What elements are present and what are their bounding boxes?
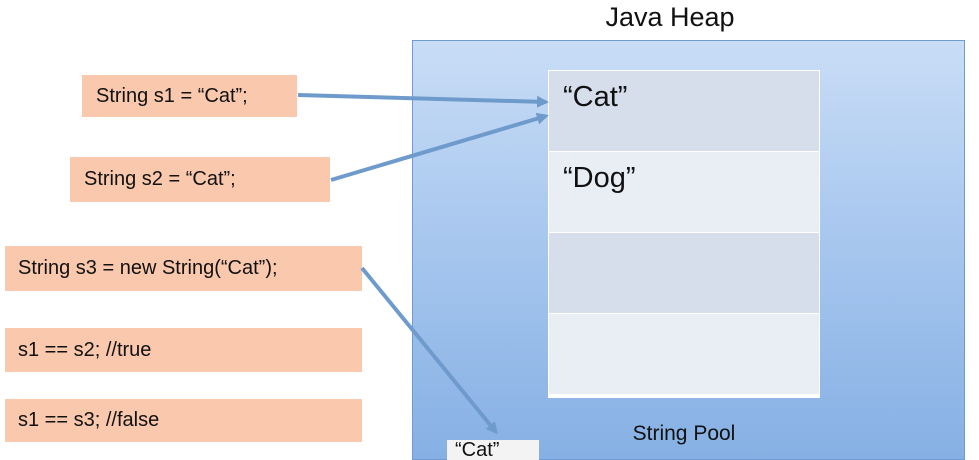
- pool-cell-dog: “Dog”: [549, 152, 819, 232]
- pool-cell-empty-1: [549, 233, 819, 313]
- string-pool: “Cat” “Dog”: [548, 70, 820, 398]
- code-cmp2: s1 == s3; //false: [5, 399, 362, 442]
- code-cmp1: s1 == s2; //true: [5, 328, 362, 372]
- arrow-s1-to-cat: [297, 93, 549, 108]
- arrow-s2-to-cat: [330, 112, 549, 182]
- code-s2: String s2 = “Cat”;: [70, 157, 330, 202]
- pool-cell-cat: “Cat”: [549, 71, 819, 151]
- code-s3: String s3 = new String(“Cat”);: [5, 246, 362, 291]
- heap-title: Java Heap: [605, 2, 735, 32]
- pool-cell-empty-2: [549, 314, 819, 394]
- string-pool-label: String Pool: [632, 422, 736, 445]
- arrow-s3-to-heap-object: [360, 266, 498, 435]
- code-s1: String s1 = “Cat”;: [82, 75, 297, 117]
